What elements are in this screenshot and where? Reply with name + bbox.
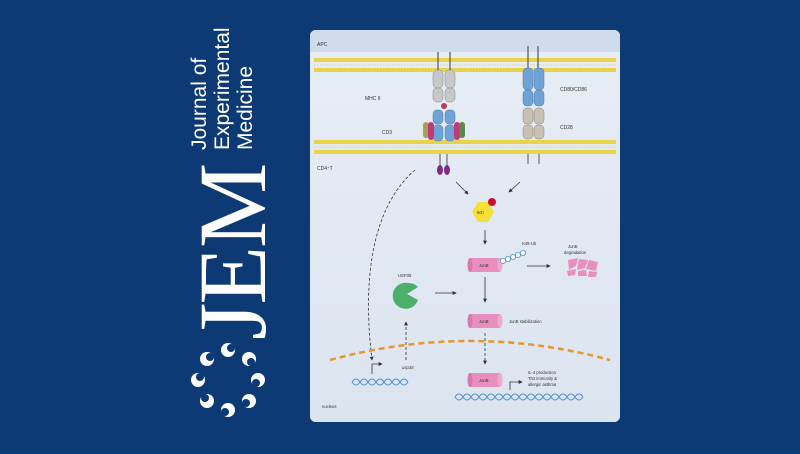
junb-stabilized: [467, 314, 503, 328]
mhc-label: MHC II: [365, 96, 381, 102]
junb-label-3: JunB: [479, 378, 489, 383]
gene-label: usp38: [402, 365, 414, 370]
junb-label-1: JunB: [479, 263, 489, 268]
tcr-to-nucleus-signal: [368, 169, 416, 361]
journal-title: Journal of Experimental Medicine: [188, 27, 257, 150]
mhc-tcr-complex: [423, 52, 465, 175]
nuclear-envelope: [329, 339, 611, 362]
outcome-line-1: IL-4 production: [528, 370, 557, 375]
nucleus-label: nucleus: [322, 404, 336, 409]
cd28-to-kinase-arrow: [508, 181, 521, 193]
pathway-diagram: APC CD4⁺T: [310, 30, 620, 422]
k48-ubiquitin-chain: [499, 249, 526, 264]
usp38-dna-strand-1: [351, 378, 409, 386]
usp38-dna-strand-2: [351, 378, 409, 386]
outcome-line-3: allergic asthma: [528, 382, 557, 387]
target-promoter-arrow: [509, 380, 523, 390]
cd28-label: CD28: [560, 125, 573, 131]
cover-figure: APC CD4⁺T: [310, 30, 620, 422]
degradation-label-1: JunB: [568, 244, 578, 249]
degradation-label-2: degradation: [564, 250, 587, 255]
apc-label: APC: [317, 42, 328, 48]
itch-kinase: [472, 198, 496, 222]
t-cell-membrane: [314, 140, 616, 154]
k48-label: K48-Ub: [522, 241, 537, 246]
journal-abbreviation: JEM: [179, 164, 286, 340]
cd80-label: CD80/CD86: [560, 87, 587, 93]
journal-seal-icon: [191, 343, 265, 417]
junb-degraded: [567, 258, 598, 277]
cd3-label: CD3: [382, 130, 392, 136]
journal-title-line-2: Experimental: [211, 27, 234, 150]
kinase-label: Itch: [477, 210, 484, 215]
stabilization-label: JunB stabilization: [509, 319, 542, 324]
usp38-label: USP38: [398, 273, 412, 278]
journal-title-line-1: Journal of: [188, 57, 211, 150]
journal-title-line-3: Medicine: [234, 65, 257, 150]
journal-logo: Journal of Experimental Medicine JEM: [0, 0, 300, 454]
outcome-line-2: Th2 immunity &: [528, 376, 557, 381]
cd80-cd28-pair: [522, 46, 545, 164]
usp38-promoter-arrow: [371, 362, 383, 374]
junb-nucleus: [467, 373, 503, 387]
t-cell-label: CD4⁺T: [317, 166, 333, 172]
usp38-protein: [392, 282, 418, 309]
tcr-to-kinase-arrow: [455, 181, 469, 195]
target-dna-strand-2: [454, 393, 584, 401]
junb-label-2: JunB: [479, 319, 489, 324]
apc-membrane: [314, 58, 616, 72]
